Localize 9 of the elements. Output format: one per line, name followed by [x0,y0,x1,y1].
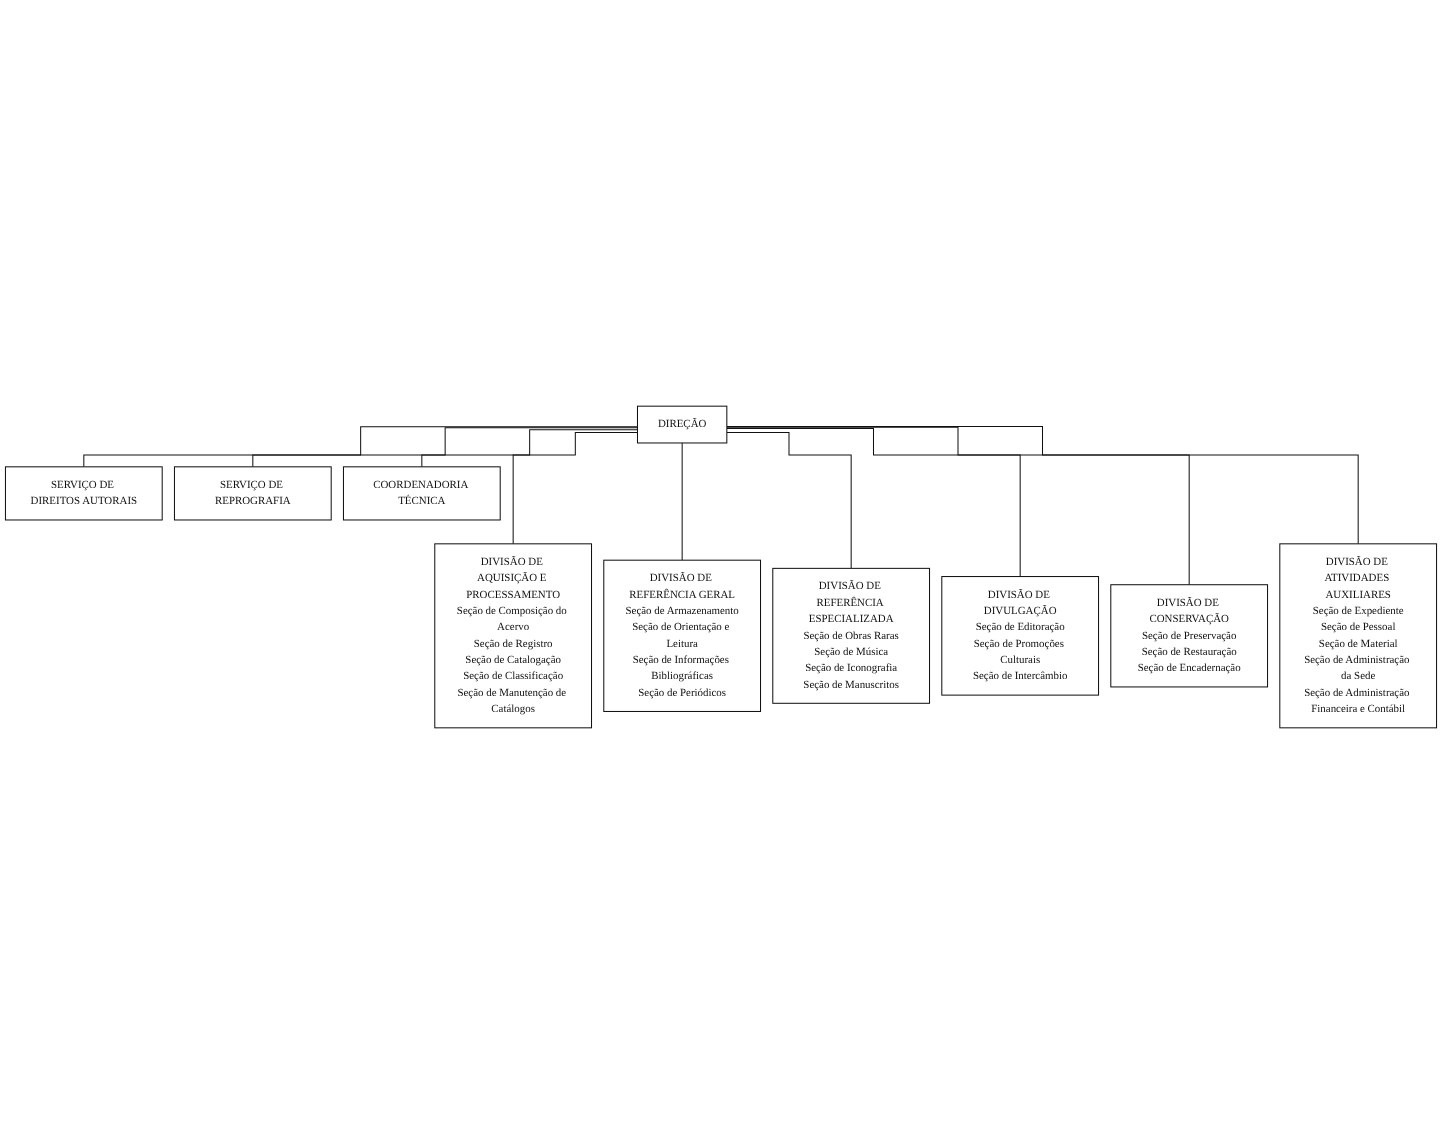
connector [726,426,1190,586]
connector [512,432,638,545]
connector [726,432,852,569]
connector [726,426,1359,545]
connector [726,428,1021,578]
connector [421,429,638,468]
connector [83,426,638,468]
connector [681,442,683,561]
connector [252,427,638,468]
